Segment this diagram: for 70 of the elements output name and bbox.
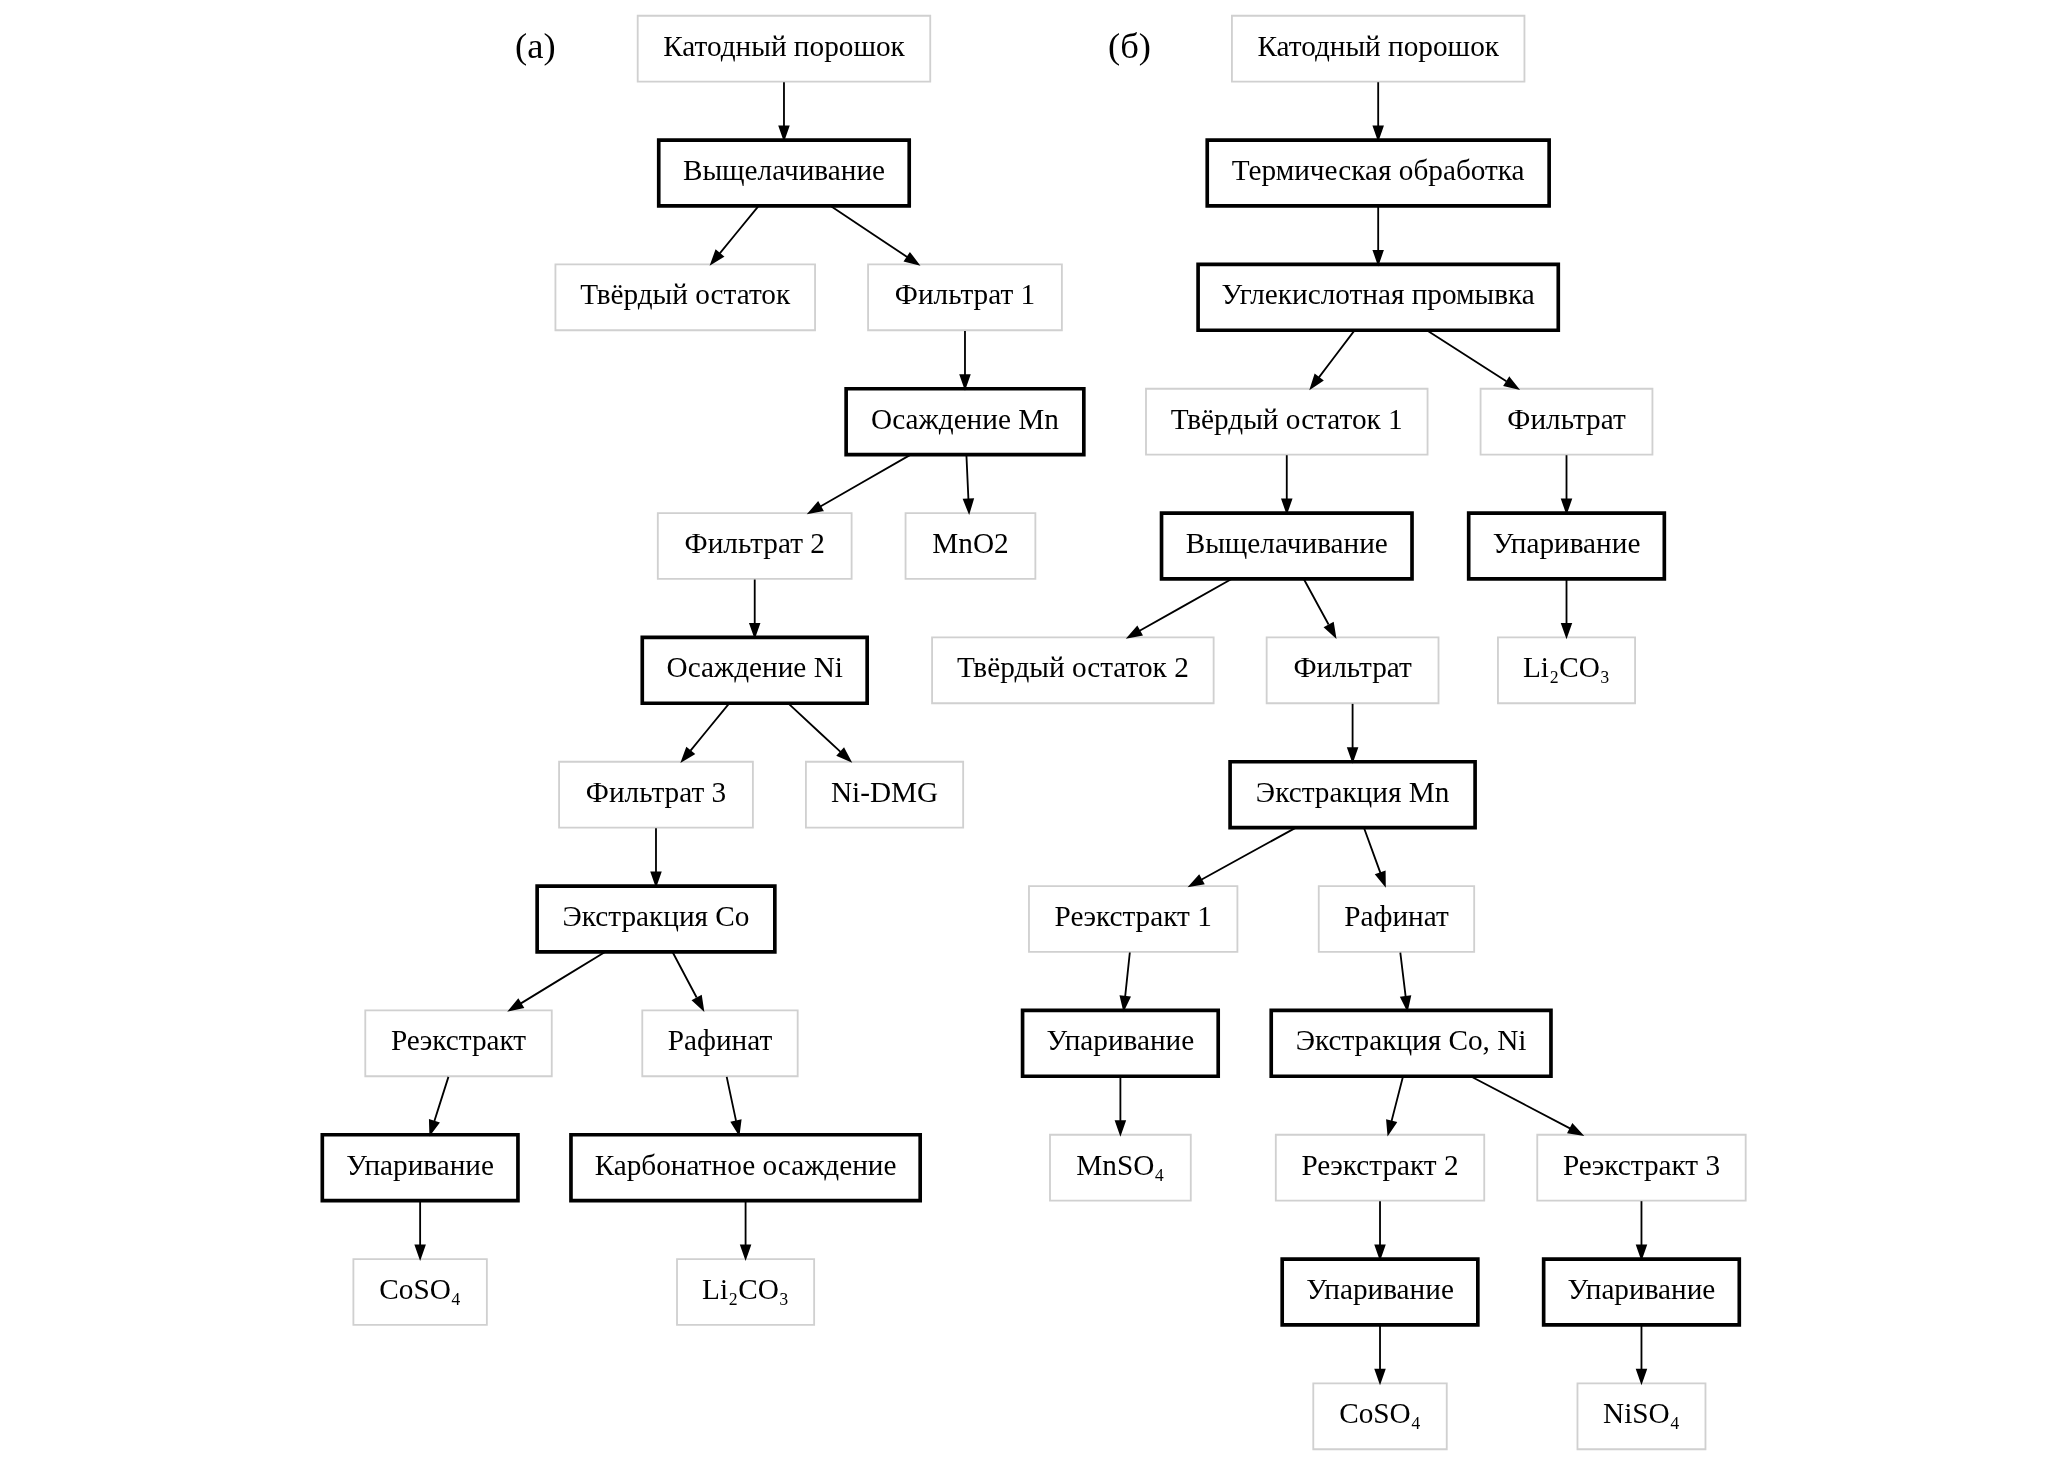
arrow	[1635, 1200, 1647, 1261]
arrow	[1373, 1200, 1386, 1261]
arrow	[1187, 826, 1296, 888]
node-box: Карбонатное осаждение	[568, 1132, 922, 1203]
node-box: Рафинат	[640, 1009, 799, 1078]
arrow	[679, 702, 730, 764]
arrow	[1114, 1075, 1126, 1137]
node-box: Осаждение Ni	[639, 635, 869, 706]
node-box: Фильтрат 3	[557, 760, 754, 829]
node-box: Катодный порошок	[636, 14, 931, 83]
node-box: Упаривание	[320, 1132, 520, 1203]
node-box: Фильтрат	[1479, 387, 1653, 456]
arrow	[1635, 1324, 1647, 1386]
node-box: MnO2	[904, 512, 1036, 580]
node-box: Катодный порошок	[1230, 14, 1525, 83]
node-box: CoSO₄	[352, 1258, 488, 1326]
arrow	[739, 1200, 751, 1261]
arrow	[1362, 827, 1386, 888]
arrow	[806, 454, 911, 515]
node-box: Термическая обработка	[1204, 138, 1551, 208]
node-box: CoSO₄	[1311, 1382, 1448, 1451]
node-box: Фильтрат	[1265, 636, 1439, 705]
arrow	[1560, 578, 1572, 640]
node-box: Упаривание	[1020, 1008, 1220, 1079]
node-box: Фильтрат 1	[866, 263, 1063, 332]
arrow	[1373, 1324, 1386, 1386]
arrow	[1308, 329, 1355, 391]
arrow	[428, 1075, 449, 1137]
label: (а)	[514, 24, 556, 66]
node-box: Твёрдый остаток	[554, 263, 816, 332]
node-box: Упаривание	[1466, 511, 1666, 581]
node-box: Реэкстракт 3	[1535, 1133, 1747, 1202]
node-box: Реэкстракт 2	[1274, 1133, 1485, 1202]
node-box: Li₂CO₃	[1496, 636, 1636, 705]
arrow	[962, 454, 974, 516]
arrow	[1385, 1075, 1404, 1137]
node-box: Реэкстракт 1	[1027, 885, 1238, 953]
arrow	[958, 329, 971, 391]
arrow	[413, 1200, 426, 1261]
node-box: NiSO₄	[1576, 1382, 1706, 1451]
node-box: Углекислотная промывка	[1195, 262, 1560, 333]
node-box: Осаждение Mn	[843, 386, 1086, 457]
arrow	[787, 702, 852, 763]
label: (б)	[1107, 24, 1151, 66]
node-box: Выщелачивание	[656, 138, 911, 208]
arrow	[671, 951, 704, 1013]
node-box: Реэкстракт	[363, 1009, 553, 1078]
node-box: Экстракция Mn	[1227, 759, 1477, 830]
arrow	[1346, 702, 1358, 764]
node-box: Выщелачивание	[1159, 511, 1414, 581]
node-box: Рафинат	[1317, 885, 1475, 953]
node-box: MnSO₄	[1048, 1133, 1192, 1202]
node-box: Экстракция Co, Ni	[1268, 1008, 1553, 1079]
arrow	[1371, 205, 1384, 267]
node-box: Твёрдый остаток 1	[1144, 387, 1428, 456]
node-box: Экстракция Co	[534, 884, 777, 954]
arrow	[1302, 578, 1336, 640]
node-box: Фильтрат 2	[656, 512, 853, 580]
arrow	[709, 205, 759, 266]
arrow	[1125, 578, 1232, 639]
arrow	[1425, 329, 1520, 391]
arrow	[725, 1075, 742, 1137]
node-box: Твёрдый остаток 2	[930, 636, 1215, 705]
node-box: Li₂CO₃	[675, 1258, 815, 1326]
arrow	[829, 205, 920, 266]
node-box: Упаривание	[1541, 1257, 1741, 1327]
arrow	[1469, 1075, 1584, 1136]
node-box: Упаривание	[1279, 1257, 1480, 1327]
arrow	[506, 951, 606, 1012]
node-box: Ni-DMG	[804, 760, 964, 829]
